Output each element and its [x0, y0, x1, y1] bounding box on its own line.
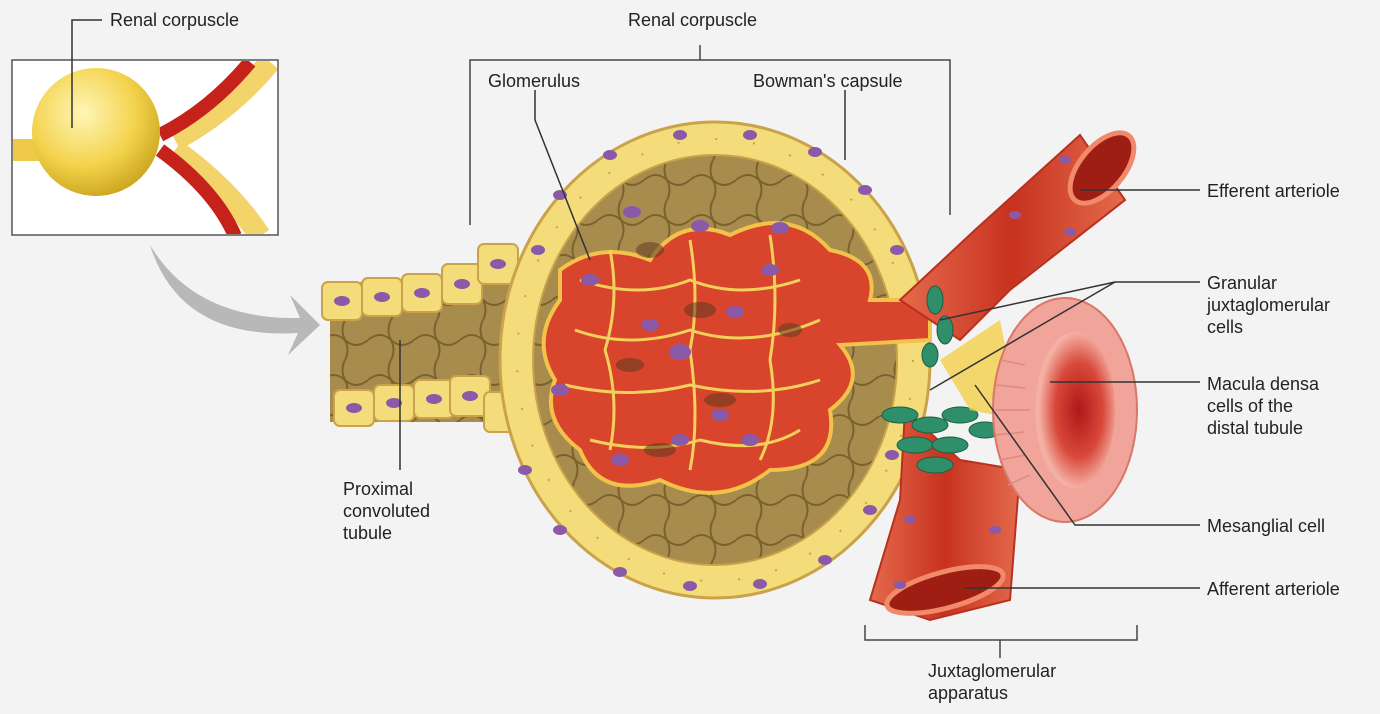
- inset-corpuscle-ball: [32, 68, 160, 196]
- jg-apparatus-bracket: [865, 625, 1137, 658]
- glomerulus-label: Glomerulus: [488, 70, 580, 92]
- macula-densa: [993, 298, 1137, 522]
- inset-renal-corpuscle-label: Renal corpuscle: [110, 9, 239, 31]
- afferent-arteriole-label: Afferent arteriole: [1207, 578, 1340, 600]
- bowmans-capsule-label: Bowman's capsule: [753, 70, 903, 92]
- macula-densa-label: Macula densa cells of the distal tubule: [1207, 373, 1319, 439]
- granular-jg-cells-label: Granular juxtaglomerular cells: [1207, 272, 1330, 338]
- zoom-arrow-icon: [150, 245, 320, 355]
- inset-box: [12, 60, 278, 236]
- mesangial-cell-label: Mesanglial cell: [1207, 515, 1325, 537]
- proximal-tubule-label: Proximal convoluted tubule: [343, 478, 430, 544]
- renal-corpuscle-label: Renal corpuscle: [628, 9, 757, 31]
- proximal-tubule: [322, 244, 530, 432]
- efferent-arteriole-label: Efferent arteriole: [1207, 180, 1340, 202]
- jg-apparatus-label: Juxtaglomerular apparatus: [928, 660, 1056, 704]
